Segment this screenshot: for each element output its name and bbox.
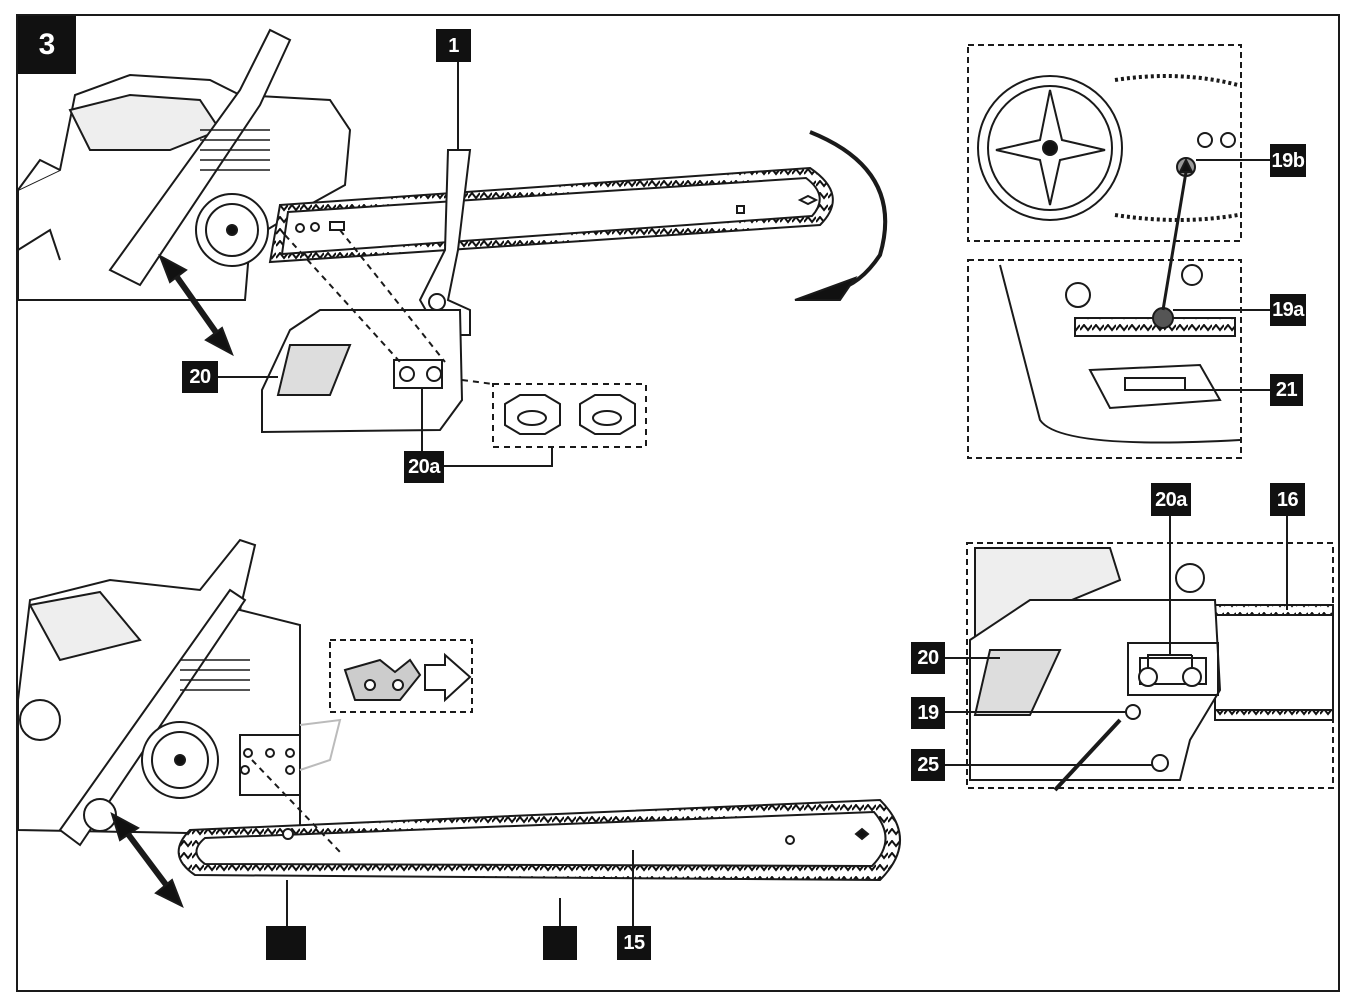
label-21: 21 [1270,374,1303,406]
detail-panel-top [967,44,1272,459]
top-nuts [504,394,636,435]
top-double-arrow [169,268,223,340]
detail-tensioner [1088,363,1222,410]
label-16: 16 [1270,483,1305,516]
figure-frame [16,14,1340,992]
top-side-cover [261,309,464,434]
top-chain-brake [418,149,472,336]
label-19b: 19b [1270,144,1306,177]
direction-arrow-icon [424,652,472,703]
label-20a-right: 20a [1151,483,1191,516]
label-blank-a [266,926,306,960]
detail-side-cover [969,599,1222,781]
label-20a-top: 20a [404,451,444,483]
label-blank-b [543,926,577,960]
bottom-saw [17,538,901,928]
rotation-arrow [809,130,888,292]
detail-panel-bottom [942,515,1334,792]
chain-link-icon [343,658,422,701]
label-15: 15 [617,926,651,960]
top-saw [17,28,888,467]
label-1: 1 [436,29,471,62]
label-25: 25 [911,749,945,781]
label-20-top: 20 [182,361,218,393]
label-19a: 19a [1270,294,1306,326]
figure-number: 3 [18,16,76,74]
top-saw-front-handle [108,28,292,287]
label-19: 19 [911,697,945,729]
bottom-saw-front-handle [58,588,247,847]
label-20-right: 20 [911,642,945,674]
